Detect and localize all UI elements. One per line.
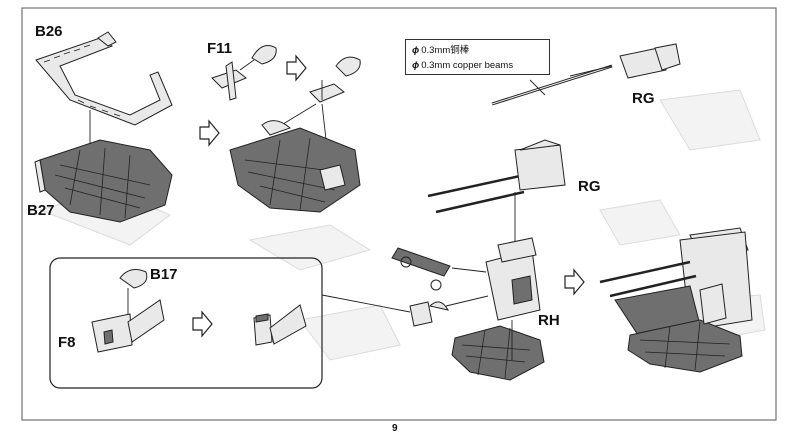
step-arrow-1	[286, 54, 307, 82]
deck-assembly-step2	[229, 120, 361, 213]
label-b27: B27	[27, 202, 55, 219]
part-f11-bracket	[211, 45, 277, 101]
note-line-2: 0.3mm copper beams	[421, 60, 514, 71]
label-b17: B17	[150, 266, 178, 283]
step-arrow-2	[199, 119, 220, 147]
part-cart	[391, 247, 487, 291]
diameter-symbol-1: ϕ	[412, 45, 420, 56]
label-f8: F8	[58, 334, 76, 351]
part-b26-frame	[35, 31, 173, 126]
inset-box-f8	[49, 257, 323, 389]
part-b27-deck	[34, 139, 173, 223]
gun-mount-rg	[427, 139, 566, 245]
leader-inset	[321, 294, 411, 313]
page-frame	[21, 7, 777, 421]
diameter-symbol-2: ϕ	[412, 60, 420, 71]
deck-assembly-lower	[451, 320, 545, 381]
housing-rh	[485, 237, 541, 321]
step-arrow-4	[192, 310, 213, 338]
final-assembly	[599, 227, 753, 373]
label-rh: RH	[538, 312, 560, 329]
step-arrow-3	[564, 268, 585, 296]
page-number: 9	[392, 423, 398, 434]
part-f8-bracket	[91, 299, 165, 353]
copper-beam-rg	[491, 43, 681, 106]
part-f8-assembled	[253, 304, 307, 346]
part-small-bracket	[409, 295, 489, 327]
label-rg-mid: RG	[578, 178, 601, 195]
note-line-1: 0.3mm铜棒	[421, 45, 470, 56]
part-f11-installed	[309, 56, 361, 103]
label-f11: F11	[207, 40, 233, 57]
label-rg-top: RG	[632, 90, 655, 107]
label-b26: B26	[35, 23, 63, 40]
